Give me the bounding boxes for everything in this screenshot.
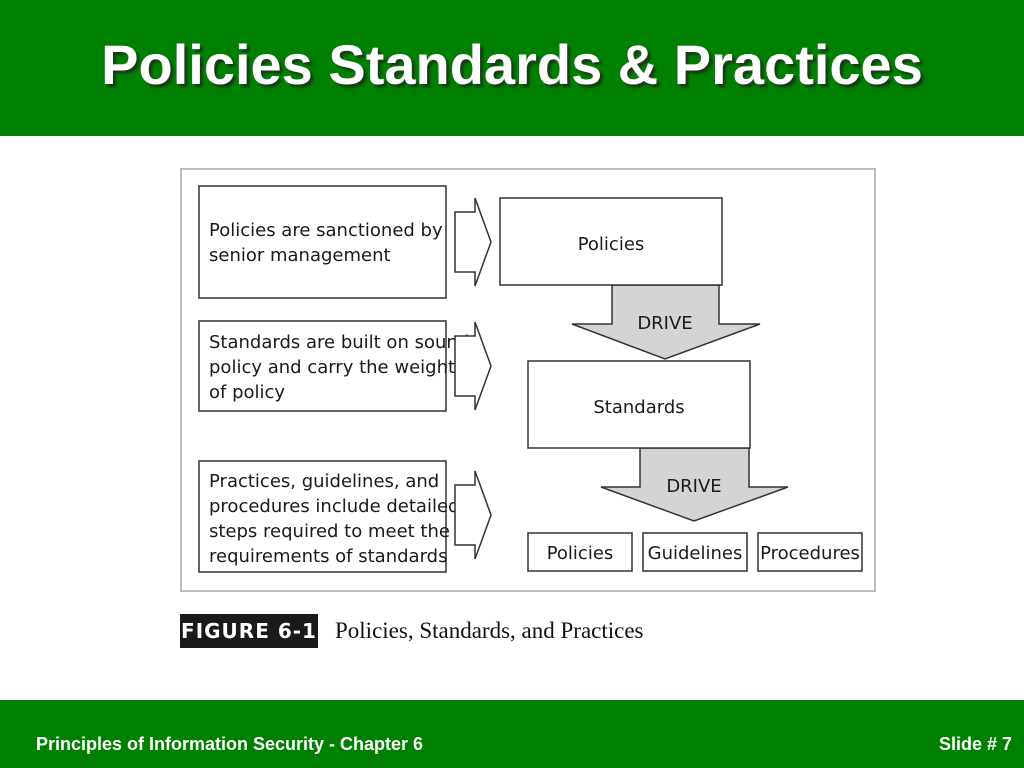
figure-label: FIGURE 6-1 [180, 614, 318, 648]
right-arrow-icon [454, 470, 492, 560]
standards-box [527, 360, 751, 449]
footer-course-title: Principles of Information Security - Cha… [36, 734, 424, 754]
note-box-policies [198, 185, 447, 299]
drive-arrow-1 [571, 284, 761, 360]
figure-diagram: Policies are sanctioned by senior manage… [180, 168, 876, 592]
note-text-standards: Standards are built on sound policy and … [209, 332, 475, 403]
note-box-practices [198, 460, 447, 573]
note-text-practices: Practices, guidelines, and procedures in… [209, 471, 465, 567]
policies-box-label: Policies [578, 234, 645, 255]
standards-box-label: Standards [593, 397, 684, 418]
figure-caption-text: Policies, Standards, and Practices [335, 618, 644, 643]
practice-box-procedures [757, 532, 863, 572]
slide-footer: Principles of Information Security - Cha… [0, 700, 1024, 768]
right-arrow-icon [454, 197, 492, 287]
practice-box-policies [527, 532, 633, 572]
slide-number: Slide # 7 [938, 734, 1012, 754]
drive-arrow-2 [600, 447, 789, 522]
drive-label-2: DRIVE [666, 476, 721, 497]
practice-box-guidelines [642, 532, 748, 572]
policies-box [499, 197, 723, 286]
note-box-standards [198, 320, 447, 412]
right-arrow-icon [454, 321, 492, 411]
practice-box-procedures-label: Procedures [760, 543, 860, 564]
drive-label-1: DRIVE [637, 313, 692, 334]
practice-box-guidelines-label: Guidelines [648, 543, 743, 564]
slide-title: Policies Standards & Practices [101, 33, 923, 96]
slide-header: Policies Standards & Practices [0, 0, 1024, 136]
note-text-policies: Policies are sanctioned by senior manage… [209, 220, 448, 266]
practice-box-policies-label: Policies [547, 543, 614, 564]
diagram-canvas: Policies are sanctioned by senior manage… [198, 185, 863, 573]
